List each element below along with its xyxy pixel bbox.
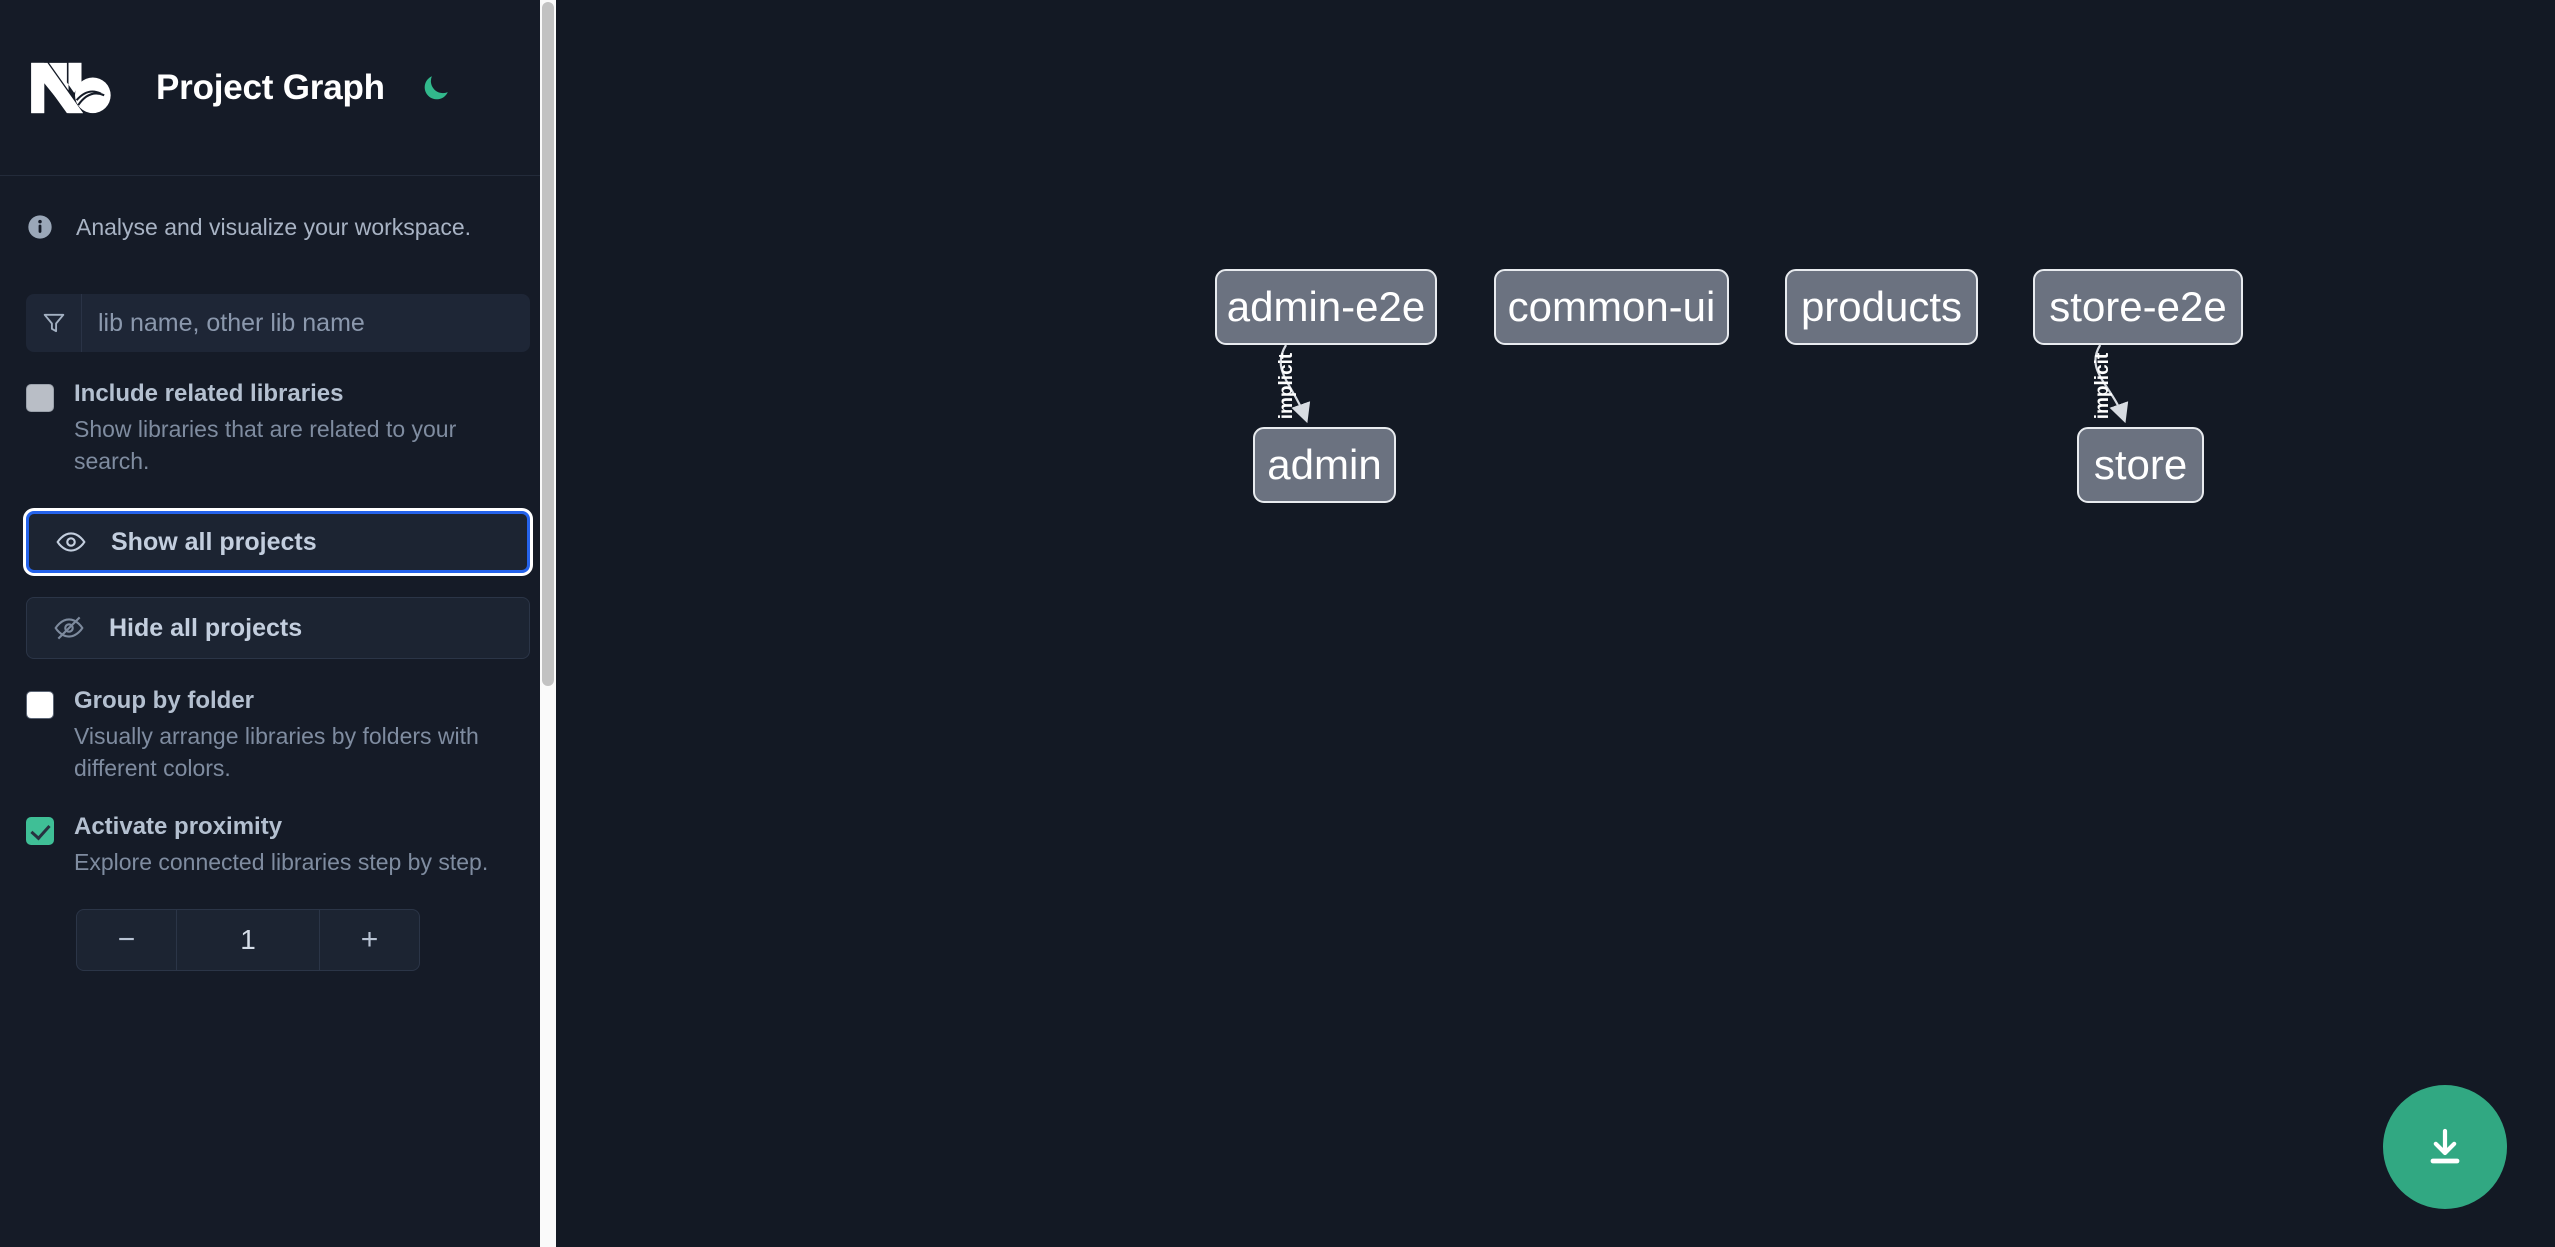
option-description: Show libraries that are related to your … <box>74 416 457 474</box>
search-input[interactable] <box>82 294 530 352</box>
graph-node-store-e2e[interactable]: store-e2e <box>2033 269 2243 345</box>
graph-node-label: admin <box>1267 441 1382 488</box>
eye-icon <box>55 526 95 558</box>
graph-node-products[interactable]: products <box>1785 269 1978 345</box>
download-graph-button[interactable] <box>2383 1085 2507 1209</box>
graph-edge-label: implicit <box>2092 352 2113 419</box>
option-include-related-libraries[interactable]: Include related libraries Show libraries… <box>26 380 530 477</box>
proximity-decrement-button[interactable]: − <box>77 909 177 970</box>
graph-node-label: store <box>2093 441 2188 488</box>
proximity-stepper: − 1 + <box>76 908 420 971</box>
nx-logo <box>26 58 124 118</box>
option-title: Include related libraries <box>74 380 344 407</box>
sidebar-body: Analyse and visualize your workspace. In… <box>0 190 556 971</box>
graph-edge-store-e2e-to-store <box>2094 344 2129 424</box>
group-by-folder-checkbox[interactable] <box>26 691 54 720</box>
eye-off-icon <box>53 612 93 644</box>
graph-node-label: products <box>1800 283 1963 330</box>
search-bar <box>26 294 530 352</box>
include-related-libraries-checkbox[interactable] <box>26 384 54 412</box>
graph-edges: implicit implicit <box>1276 344 2129 424</box>
sidebar-scrollbar-thumb[interactable] <box>542 2 554 686</box>
graph-node-label: common-ui <box>1507 283 1716 330</box>
graph-node-common-ui[interactable]: common-ui <box>1494 269 1729 345</box>
moon-icon[interactable] <box>415 67 457 109</box>
show-all-projects-button[interactable]: Show all projects <box>26 511 530 574</box>
option-description: Explore connected libraries step by step… <box>74 848 489 875</box>
hide-all-projects-label: Hide all projects <box>109 613 303 642</box>
graph-canvas[interactable]: implicit implicit admin-e2e common-ui produ… <box>556 0 2555 1247</box>
show-all-projects-label: Show all projects <box>111 527 317 556</box>
graph-node-admin-e2e[interactable]: admin-e2e <box>1215 269 1437 345</box>
proximity-increment-button[interactable]: + <box>319 909 419 970</box>
option-group-by-folder[interactable]: Group by folder Visually arrange librari… <box>26 687 530 784</box>
workspace-info: Analyse and visualize your workspace. <box>26 190 530 264</box>
option-description: Visually arrange libraries by folders wi… <box>74 723 479 782</box>
filter-funnel-icon <box>26 294 82 352</box>
graph-node-label: admin-e2e <box>1226 283 1426 330</box>
graph-edge-label: implicit <box>1276 352 1297 419</box>
download-icon <box>2430 1128 2460 1164</box>
graph-node-label: store-e2e <box>2049 283 2227 330</box>
graph-edge-admin-e2e-to-admin <box>1279 344 1311 424</box>
sidebar-scrollbar[interactable] <box>540 0 556 1247</box>
option-activate-proximity[interactable]: Activate proximity Explore connected lib… <box>26 813 530 879</box>
info-icon <box>26 213 54 241</box>
hide-all-projects-button[interactable]: Hide all projects <box>26 597 530 660</box>
graph-node-store[interactable]: store <box>2077 427 2204 503</box>
option-title: Activate proximity <box>74 812 283 840</box>
activate-proximity-checkbox[interactable] <box>26 816 54 845</box>
option-title: Group by folder <box>74 687 254 715</box>
workspace-info-text: Analyse and visualize your workspace. <box>76 213 472 240</box>
graph-node-admin[interactable]: admin <box>1253 427 1396 503</box>
sidebar: Project Graph Analyse and visualize your… <box>0 0 556 1247</box>
proximity-value: 1 <box>240 923 256 955</box>
page-title: Project Graph <box>156 67 385 107</box>
sidebar-header: Project Graph <box>0 0 556 176</box>
